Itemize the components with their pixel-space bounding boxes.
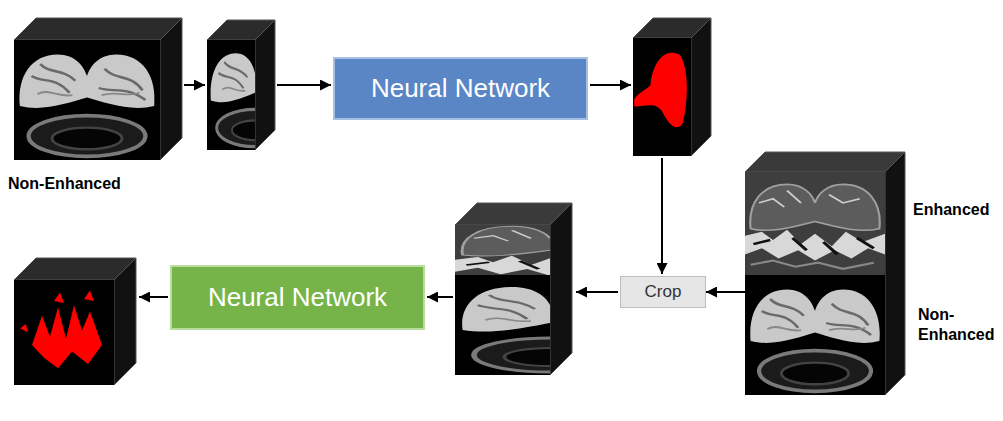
cube-side [885,152,905,395]
volume-label: Enhanced [913,200,999,220]
flow-arrow [661,158,663,274]
cube-side [691,18,711,156]
volume-label: Non-Enhanced [8,174,178,194]
mri-slice [14,40,160,160]
box-label: Crop [645,282,682,302]
cube-side [255,20,275,150]
volume-label-group: Non-Enhanced [8,14,188,196]
flow-arrow [706,291,745,293]
box-label: Neural Network [371,73,550,104]
flow-arrow [427,296,453,298]
box-label: Neural Network [208,282,387,313]
flow-arrow [139,296,168,298]
flow-arrow [590,84,631,86]
flow-arrow [277,84,331,86]
cube-top [14,18,182,40]
volume-stack-group: EnhancedNon-Enhanced [745,150,1001,397]
volume-label: Non-Enhanced [918,305,1000,345]
flow-arrow [184,84,205,86]
mri-slice [455,275,645,375]
breast-mask [633,38,691,156]
enhanced-slice [745,172,885,275]
tissue-segmentation [14,280,114,385]
cube-top [745,152,905,172]
cube-side [550,203,572,375]
cube-side [114,258,136,385]
neural-network-box: Neural Network [170,265,425,330]
flow-arrow [576,291,618,293]
crop-box: Crop [620,276,706,308]
mri-slice [207,40,303,150]
mri-slice [745,275,885,395]
neural-network-box: Neural Network [333,57,588,120]
cube-side [160,18,182,160]
